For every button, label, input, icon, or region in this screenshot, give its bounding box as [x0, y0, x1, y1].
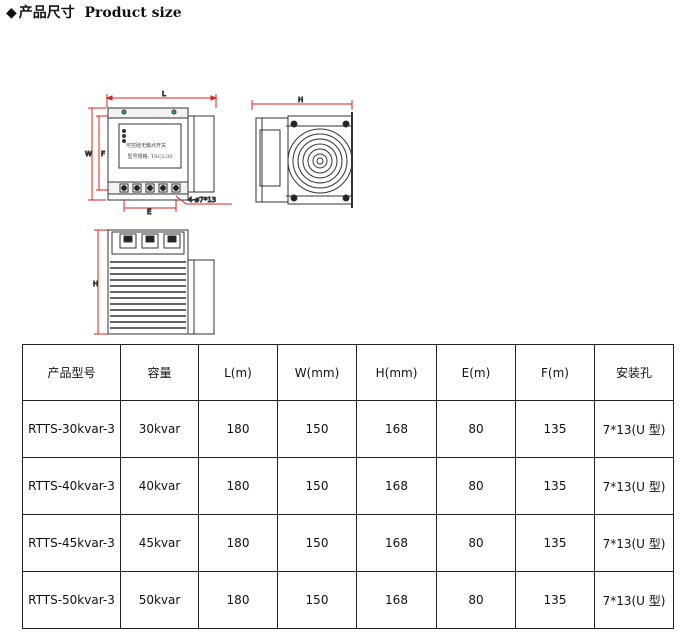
cell-mounting-hole: 7*13(U 型)	[594, 457, 674, 515]
cell-model: RTTS-50kvar-3	[22, 571, 121, 629]
cell-capacity: 30kvar	[120, 400, 199, 458]
dim-L-label: L	[162, 90, 166, 98]
top-view-drawing: H	[93, 229, 215, 335]
heading-en: Product size	[84, 5, 182, 21]
section-heading: ◆产品尺寸 Product size	[6, 2, 182, 22]
header-model: 产品型号	[22, 344, 121, 401]
top-terminal-box	[111, 231, 185, 255]
dim-F-label: F	[101, 150, 105, 158]
cell-capacity: 40kvar	[120, 457, 199, 515]
cell-capacity: 45kvar	[120, 514, 199, 572]
header-e: E(m)	[436, 344, 516, 401]
dim-W-label: W	[85, 150, 92, 158]
cell-mounting-hole: 7*13(U 型)	[594, 571, 674, 629]
top-terminals	[121, 109, 177, 115]
top-terminal-strip	[107, 107, 189, 119]
cell-f: 135	[515, 571, 595, 629]
cell-h: 168	[356, 400, 437, 458]
side-view-drawing: H	[251, 96, 353, 208]
cell-f: 135	[515, 457, 595, 515]
cell-capacity: 50kvar	[120, 571, 199, 629]
cell-l: 180	[198, 514, 278, 572]
header-f: F(m)	[515, 344, 595, 401]
cell-h: 168	[356, 457, 437, 515]
fan-icon	[287, 128, 353, 194]
cell-l: 180	[198, 457, 278, 515]
table-row: RTTS-40kvar-3 40kvar 180 150 168 80 135 …	[22, 457, 674, 515]
cell-f: 135	[515, 400, 595, 458]
cell-w: 150	[277, 400, 357, 458]
table-header-row: 产品型号 容量 L(m) W(mm) H(mm) E(m) F(m) 安装孔	[22, 344, 674, 401]
table-row: RTTS-30kvar-3 30kvar 180 150 168 80 135 …	[22, 400, 674, 458]
side-dim-label: H	[298, 96, 303, 104]
table-row: RTTS-45kvar-3 45kvar 180 150 168 80 135 …	[22, 514, 674, 572]
front-view-drawing: L W F 可控硅无触点开关 型号规格: TSC2-30	[85, 90, 232, 217]
heading-cn: 产品尺寸	[18, 5, 75, 21]
header-w: W(mm)	[277, 344, 357, 401]
cell-model: RTTS-30kvar-3	[22, 400, 121, 458]
cell-e: 80	[436, 514, 516, 572]
side-left-block	[255, 117, 289, 203]
cell-w: 150	[277, 457, 357, 515]
header-mounting-hole: 安装孔	[594, 344, 674, 401]
label-plate-line2: 型号规格: TSC2-30	[127, 153, 172, 160]
cell-w: 150	[277, 571, 357, 629]
product-size-table: 产品型号 容量 L(m) W(mm) H(mm) E(m) F(m) 安装孔 R…	[22, 344, 674, 629]
cell-h: 168	[356, 514, 437, 572]
cell-l: 180	[198, 400, 278, 458]
bottom-terminals	[119, 183, 181, 193]
header-l: L(m)	[198, 344, 278, 401]
dim-E	[123, 200, 177, 212]
cell-e: 80	[436, 571, 516, 629]
dim-E-label: E	[147, 208, 151, 216]
product-dimension-drawings: L W F 可控硅无触点开关 型号规格: TSC2-30	[85, 90, 353, 335]
dim-hole-label: 4-ø7*13	[188, 196, 216, 204]
label-plate	[118, 123, 182, 169]
cell-model: RTTS-40kvar-3	[22, 457, 121, 515]
cell-f: 135	[515, 514, 595, 572]
cell-l: 180	[198, 571, 278, 629]
label-plate-line1: 可控硅无触点开关	[126, 142, 166, 149]
header-h: H(mm)	[356, 344, 437, 401]
cell-mounting-hole: 7*13(U 型)	[594, 514, 674, 572]
cell-mounting-hole: 7*13(U 型)	[594, 400, 674, 458]
cell-h: 168	[356, 571, 437, 629]
cell-model: RTTS-45kvar-3	[22, 514, 121, 572]
top-fins	[110, 261, 186, 329]
top-heatsink	[187, 259, 215, 335]
dim-W	[88, 107, 108, 201]
table-row: RTTS-50kvar-3 50kvar 180 150 168 80 135 …	[22, 571, 674, 629]
top-dim-H-label: H	[93, 280, 98, 288]
cell-e: 80	[436, 457, 516, 515]
front-heatsink	[187, 115, 215, 193]
diamond-bullet-icon: ◆	[6, 5, 17, 21]
header-capacity: 容量	[120, 344, 199, 401]
cell-w: 150	[277, 514, 357, 572]
dim-L	[105, 94, 218, 108]
cell-e: 80	[436, 400, 516, 458]
